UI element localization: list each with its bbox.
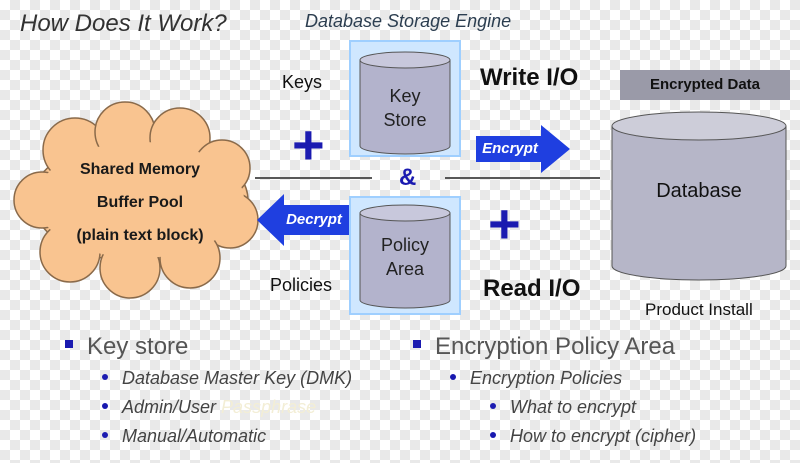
write-io-label: Write I/O: [480, 64, 579, 91]
list-item-text: Encryption Policies: [470, 368, 623, 388]
key-store-heading-text: Key store: [87, 333, 189, 360]
buffer-pool-cloud: [13, 101, 259, 299]
dot-bullet-icon: [102, 432, 108, 438]
policy-area-line2: Area: [385, 259, 425, 279]
list-item-text: What to encrypt: [510, 397, 637, 417]
list-item: Encryption Policies: [450, 368, 622, 389]
dot-bullet-icon: [102, 374, 108, 380]
cloud-line2: Buffer Pool: [96, 194, 184, 211]
dot-bullet-icon: [490, 403, 496, 409]
policy-area-heading: Encryption Policy Area: [413, 333, 675, 361]
key-store-heading: Key store: [65, 333, 188, 361]
storage-engine-label: Database Storage Engine: [305, 11, 512, 31]
faded-passphrase-text: Passphrase: [221, 397, 317, 417]
cloud-line3: (plain text block): [76, 227, 204, 244]
list-item-text: Manual/Automatic: [122, 426, 267, 446]
cloud-line1: Shared Memory: [79, 161, 201, 178]
dot-bullet-icon: [450, 374, 456, 380]
encrypt-label: Encrypt: [482, 140, 538, 157]
database-cylinder: [611, 111, 787, 281]
buffer-pool-text: Shared Memory Buffer Pool (plain text bl…: [55, 153, 225, 252]
dot-bullet-icon: [490, 432, 496, 438]
list-item-text: Admin/User: [122, 397, 217, 417]
list-item: Admin/User Passphrase: [102, 397, 316, 418]
policy-area-line1: Policy: [380, 235, 429, 255]
key-store-line1: Key: [389, 86, 421, 106]
list-item: How to encrypt (cipher): [490, 426, 696, 447]
dot-bullet-icon: [102, 403, 108, 409]
square-bullet-icon: [413, 340, 421, 348]
plus-icon: +: [488, 192, 521, 255]
list-item: Manual/Automatic: [102, 426, 266, 447]
policy-area-text: Policy Area: [360, 233, 450, 281]
list-item: Database Master Key (DMK): [102, 368, 352, 389]
database-label: Database: [656, 180, 742, 202]
plus-icon: +: [292, 113, 325, 176]
right-arrow-icon: [476, 125, 570, 173]
page-title: How Does It Work?: [20, 10, 227, 37]
keys-label: Keys: [282, 72, 323, 92]
list-item-text: How to encrypt (cipher): [510, 426, 697, 446]
policy-area-heading-text: Encryption Policy Area: [435, 333, 676, 360]
read-io-label: Read I/O: [483, 275, 581, 302]
ampersand: &: [399, 164, 417, 191]
policies-label: Policies: [270, 275, 333, 295]
decrypt-label: Decrypt: [286, 211, 342, 228]
list-item: What to encrypt: [490, 397, 636, 418]
encrypted-data-badge: Encrypted Data: [620, 70, 790, 100]
key-store-text: Key Store: [360, 84, 450, 132]
policy-area-cylinder: [349, 196, 461, 315]
square-bullet-icon: [65, 340, 73, 348]
product-install-label: Product Install: [645, 300, 753, 319]
list-item-text: Database Master Key (DMK): [122, 368, 353, 388]
key-store-cylinder: [349, 40, 461, 157]
key-store-line2: Store: [383, 110, 427, 130]
left-arrow-icon: [257, 194, 349, 246]
